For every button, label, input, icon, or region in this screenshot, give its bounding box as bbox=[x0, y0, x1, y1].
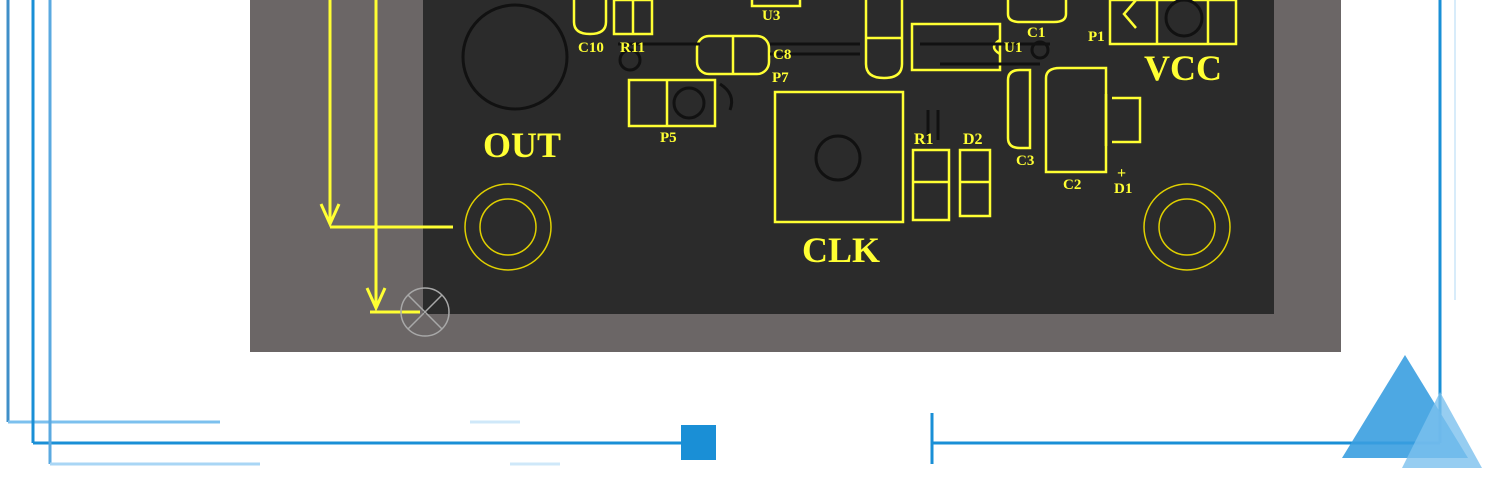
label-clk: CLK bbox=[802, 230, 880, 270]
label-c8: C8 bbox=[773, 47, 791, 63]
u3-footprint bbox=[750, 0, 802, 8]
dark-traces bbox=[618, 0, 1204, 182]
p1-footprint bbox=[1108, 0, 1238, 46]
c1-footprint bbox=[1006, 0, 1068, 24]
clk-footprint bbox=[773, 90, 905, 224]
frame-square-marker bbox=[681, 425, 716, 460]
dimension-arrows bbox=[319, 0, 453, 314]
label-vcc: VCC bbox=[1144, 48, 1222, 88]
label-r1: R1 bbox=[914, 131, 934, 148]
label-p7: P7 bbox=[772, 70, 789, 86]
d1-footprint bbox=[1112, 96, 1142, 144]
label-c1: C1 bbox=[1027, 25, 1045, 41]
label-c2: C2 bbox=[1063, 177, 1081, 193]
label-u3: U3 bbox=[762, 8, 780, 24]
label-p1: P1 bbox=[1088, 29, 1105, 45]
out-connector-circle bbox=[461, 3, 569, 111]
label-r11: R11 bbox=[620, 40, 645, 56]
u1-footprint bbox=[910, 22, 1002, 72]
c10-footprint bbox=[572, 0, 608, 36]
c3-footprint bbox=[1006, 68, 1032, 150]
label-u1: U1 bbox=[1004, 40, 1022, 56]
label-plus: + bbox=[1117, 165, 1126, 182]
mounting-hole-right bbox=[1143, 183, 1231, 271]
crosshair-marker bbox=[400, 287, 450, 337]
label-p5: P5 bbox=[660, 130, 677, 146]
pcb-board bbox=[423, 0, 1274, 314]
p5-footprint bbox=[627, 78, 717, 128]
d2-footprint bbox=[958, 148, 992, 218]
r1-footprint bbox=[911, 148, 951, 222]
silkscreen-footprints bbox=[572, 0, 1238, 224]
label-c3: C3 bbox=[1016, 153, 1034, 169]
triangle-decoration-back bbox=[1402, 392, 1482, 468]
cap-near-u1 bbox=[864, 0, 904, 80]
label-c10: C10 bbox=[578, 40, 604, 56]
label-out: OUT bbox=[483, 125, 561, 165]
label-d1: D1 bbox=[1114, 181, 1132, 197]
mounting-hole-left bbox=[464, 183, 552, 271]
label-d2: D2 bbox=[963, 131, 983, 148]
